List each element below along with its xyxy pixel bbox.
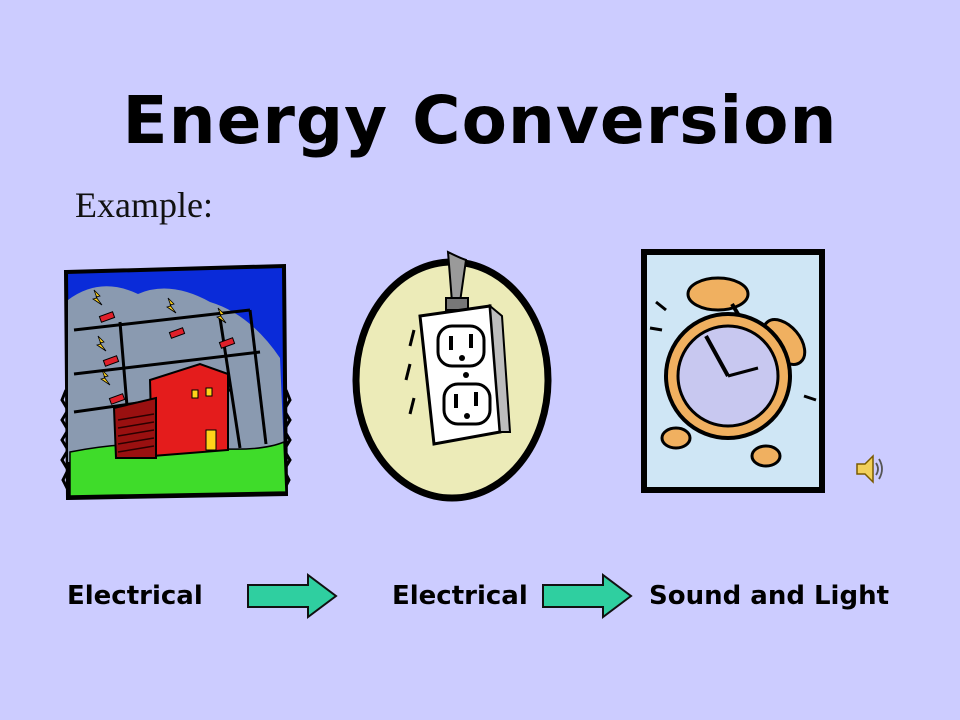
power-plant-icon bbox=[60, 263, 292, 500]
caption-sound-and-light: Sound and Light bbox=[649, 581, 890, 611]
caption-electrical-source: Electrical bbox=[67, 581, 203, 611]
electrical-outlet-icon bbox=[352, 250, 552, 502]
caption-electrical-outlet: Electrical bbox=[392, 581, 528, 611]
slide-title: Energy Conversion bbox=[122, 82, 838, 159]
speaker-icon[interactable] bbox=[855, 452, 885, 486]
slide-subtitle: Example: bbox=[75, 185, 213, 225]
right-arrow-icon bbox=[247, 573, 338, 619]
alarm-clock-icon bbox=[641, 249, 825, 493]
right-arrow-icon bbox=[542, 573, 633, 619]
